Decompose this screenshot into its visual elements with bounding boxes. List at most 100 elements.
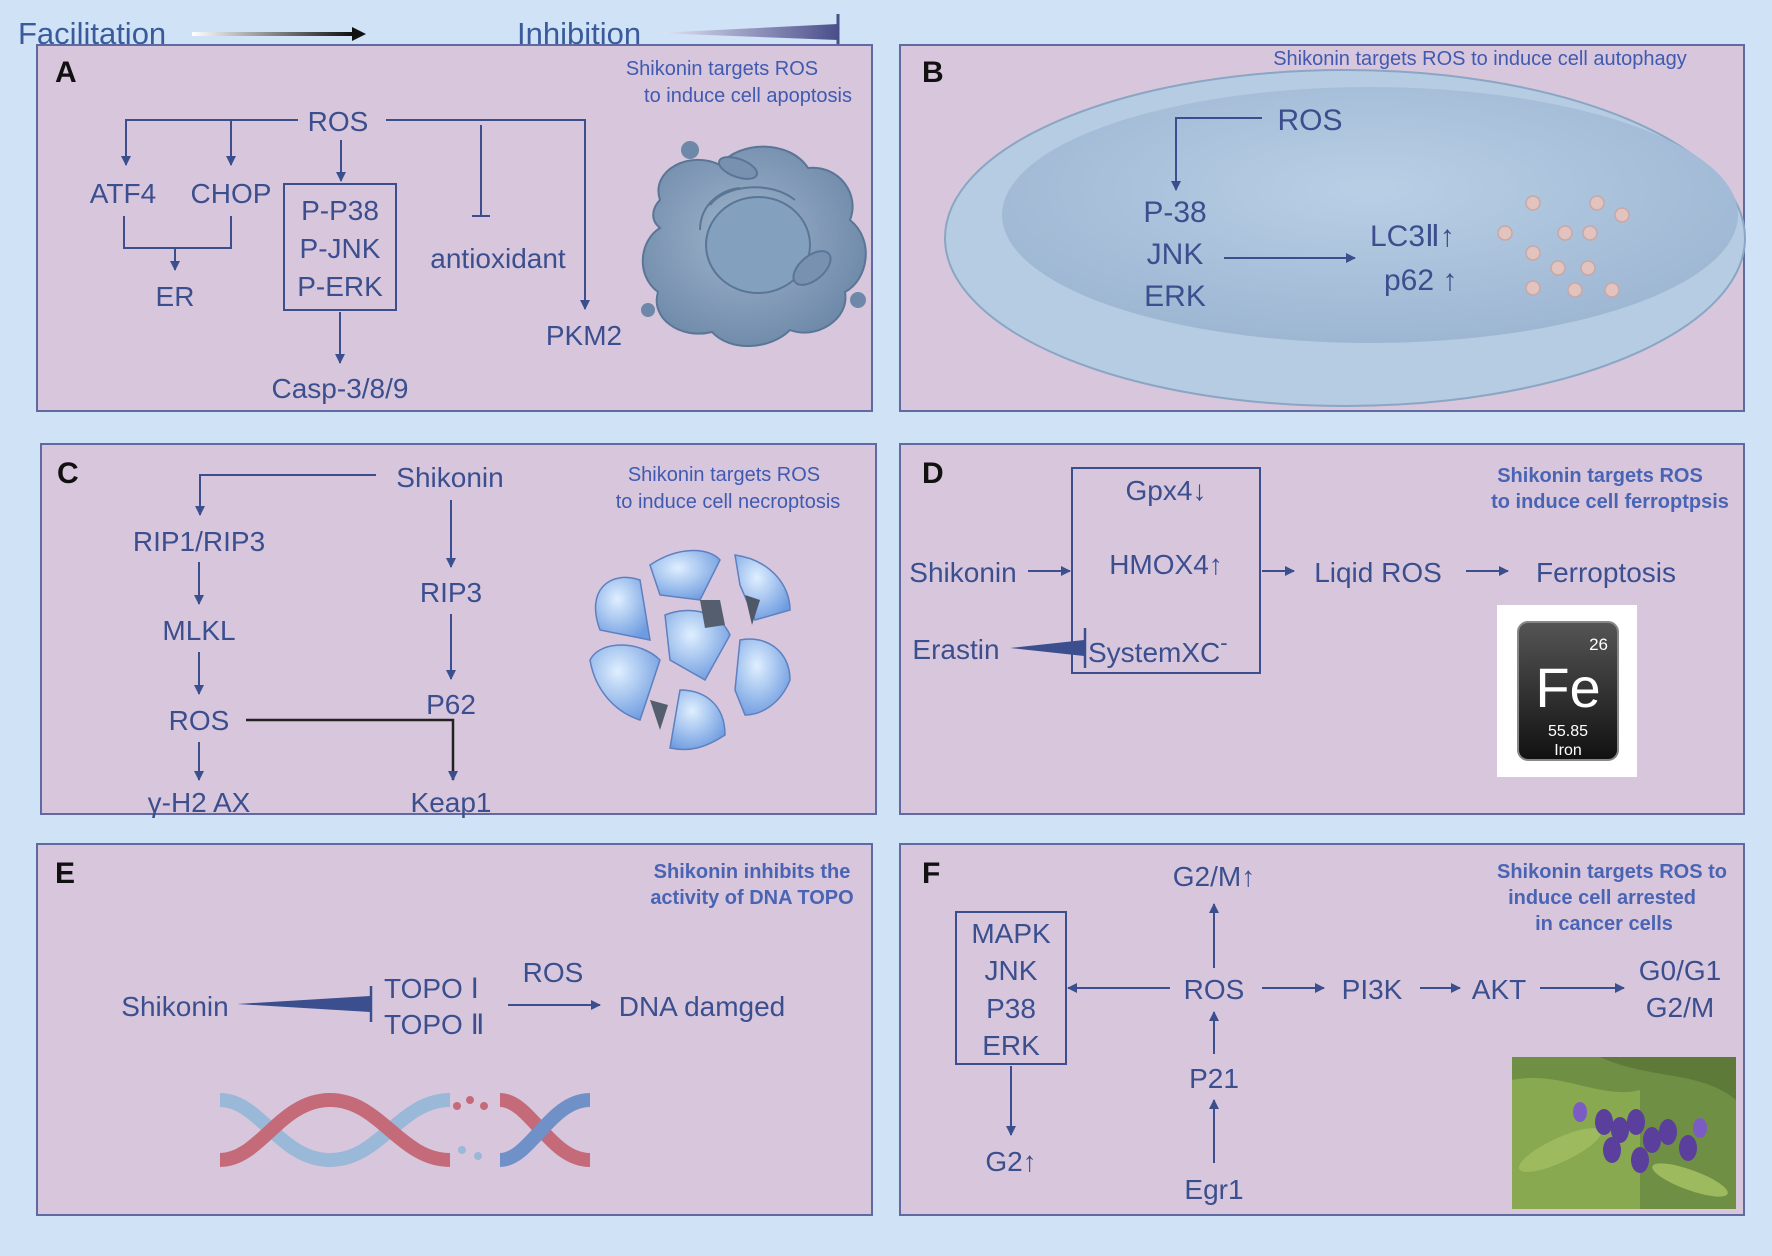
a-casp: Casp-3/8/9 [272, 373, 409, 404]
b-erk: ERK [1144, 280, 1206, 313]
panel-c: C Shikonin targets ROS to induce cell ne… [40, 443, 877, 818]
a-kinases-box [283, 183, 397, 311]
panel-a-letter: A [55, 56, 77, 89]
a-atf4: ATF4 [90, 178, 156, 209]
f-g2m: G2/M [1646, 992, 1714, 1023]
panel-d-caption-line1: Shikonin targets ROS [1497, 465, 1703, 487]
iron-element-tile: 26 Fe 55.85 Iron [1497, 605, 1637, 777]
a-perk: P-ERK [297, 271, 383, 302]
panel-f-caption-line2: induce cell arrested [1508, 887, 1696, 909]
c-rip1rip3: RIP1/RIP3 [133, 526, 265, 557]
panel-f-caption-line1: Shikonin targets ROS to [1497, 861, 1727, 883]
dna-helix-icon [219, 1092, 591, 1168]
d-shikonin: Shikonin [909, 557, 1016, 588]
b-p38: P-38 [1143, 196, 1206, 229]
a-ros-to-pkm2-arrow [386, 119, 590, 310]
c-shikonin-to-rip1rip3-arrow [195, 474, 376, 516]
f-mapk: MAPK [971, 918, 1051, 949]
comfrey-plant-icon [1512, 1057, 1736, 1209]
b-lc3: LC3Ⅱ↑ [1370, 220, 1455, 253]
a-ros-to-atf4-arrow [121, 119, 298, 166]
panel-b-caption: Shikonin targets ROS to induce cell auto… [1273, 48, 1687, 70]
b-jnk: JNK [1147, 238, 1204, 271]
d-element-number: 26 [1589, 635, 1608, 654]
d-lipid-ros: Liqid ROS [1314, 557, 1442, 588]
petri-dish-icon [944, 69, 1746, 407]
panel-e-background [36, 843, 873, 1216]
panel-a-caption-line2: to induce cell apoptosis [644, 85, 852, 107]
a-er: ER [156, 281, 195, 312]
d-element-symbol: Fe [1535, 656, 1600, 719]
facilitation-arrow-shaft [192, 32, 352, 36]
apoptotic-cell-icon [641, 141, 867, 347]
panel-a-caption-line1: Shikonin targets ROS [626, 58, 818, 80]
panel-b: B Shikonin targets ROS to induce cell au… [899, 44, 1746, 412]
b-ros: ROS [1277, 104, 1342, 137]
a-pkm2: PKM2 [546, 320, 622, 351]
e-topo1: TOPO Ⅰ [384, 973, 479, 1004]
f-mapk-box [955, 911, 1067, 1065]
e-shikonin: Shikonin [121, 991, 228, 1022]
e-topo2: TOPO Ⅱ [384, 1009, 484, 1040]
panel-c-background [40, 443, 877, 815]
d-element-name: Iron [1554, 742, 1582, 759]
panel-c-caption-line2: to induce cell necroptosis [616, 491, 841, 513]
a-pp38: P-P38 [301, 195, 379, 226]
e-ros: ROS [523, 957, 584, 988]
panel-c-caption-line1: Shikonin targets ROS [628, 464, 820, 486]
d-systemxc: SystemXC- [1088, 630, 1228, 668]
f-g2-up: G2↑ [985, 1146, 1036, 1177]
panel-e: E Shikonin inhibits the activity of DNA … [36, 843, 873, 1216]
f-jnk: JNK [985, 955, 1038, 986]
e-dna-damaged: DNA damged [619, 991, 786, 1022]
f-egr1: Egr1 [1184, 1174, 1243, 1205]
f-p21: P21 [1189, 1063, 1239, 1094]
c-p62: P62 [426, 689, 476, 720]
f-g2m-up: G2/M↑ [1173, 861, 1255, 892]
inhibition-symbol-wedge [655, 24, 838, 40]
panel-c-letter: C [57, 457, 79, 490]
e-inhibit-wedge [237, 996, 370, 1012]
c-shikonin: Shikonin [396, 462, 503, 493]
f-pi3k: PI3K [1342, 974, 1403, 1005]
panel-f-letter: F [922, 857, 940, 890]
f-ros: ROS [1184, 974, 1245, 1005]
shattered-sphere-icon [589, 549, 791, 751]
panel-b-letter: B [922, 56, 944, 89]
c-rip3: RIP3 [420, 577, 482, 608]
d-hmox4: HMOX4↑ [1109, 549, 1223, 580]
a-pjnk: P-JNK [300, 233, 381, 264]
d-systemxc-superscript: - [1220, 630, 1227, 655]
a-atf4-chop-bracket [123, 216, 232, 249]
d-gpx4: Gpx4↓ [1126, 475, 1207, 506]
d-erastin-inhibit-wedge [1010, 640, 1084, 656]
c-keap1: Keap1 [411, 787, 492, 818]
facilitation-arrow-head [352, 27, 366, 41]
d-ferroptosis: Ferroptosis [1536, 557, 1676, 588]
d-element-mass: 55.85 [1548, 723, 1588, 740]
d-targets-box [1071, 467, 1261, 674]
panel-e-caption-line2: activity of DNA TOPO [650, 887, 853, 909]
a-chop: CHOP [191, 178, 272, 209]
f-g0g1: G0/G1 [1639, 955, 1721, 986]
f-akt: AKT [1472, 974, 1526, 1005]
panel-f-caption-line3: in cancer cells [1535, 913, 1673, 935]
d-erastin: Erastin [912, 634, 999, 665]
c-mlkl: MLKL [162, 615, 235, 646]
f-p38: P38 [986, 993, 1036, 1024]
a-ros: ROS [308, 106, 369, 137]
panel-e-caption-line1: Shikonin inhibits the [654, 861, 851, 883]
c-ros-to-keap1-arrow [246, 718, 458, 781]
panel-d-caption-line2: to induce cell ferroptpsis [1491, 491, 1729, 513]
panel-e-letter: E [55, 857, 75, 890]
a-antioxidant: antioxidant [430, 243, 566, 274]
b-ros-to-kinases-arrow [1171, 117, 1262, 191]
panel-a: A Shikonin targets ROS to induce cell ap… [36, 44, 873, 412]
panel-f: F Shikonin targets ROS to induce cell ar… [899, 843, 1745, 1216]
d-systemxc-text: SystemXC [1088, 637, 1220, 668]
panel-d: D Shikonin targets ROS to induce cell fe… [899, 443, 1745, 815]
c-ros: ROS [169, 705, 230, 736]
c-h2ax: γ-H2 AX [148, 787, 251, 818]
b-p62: p62 ↑ [1384, 264, 1457, 297]
